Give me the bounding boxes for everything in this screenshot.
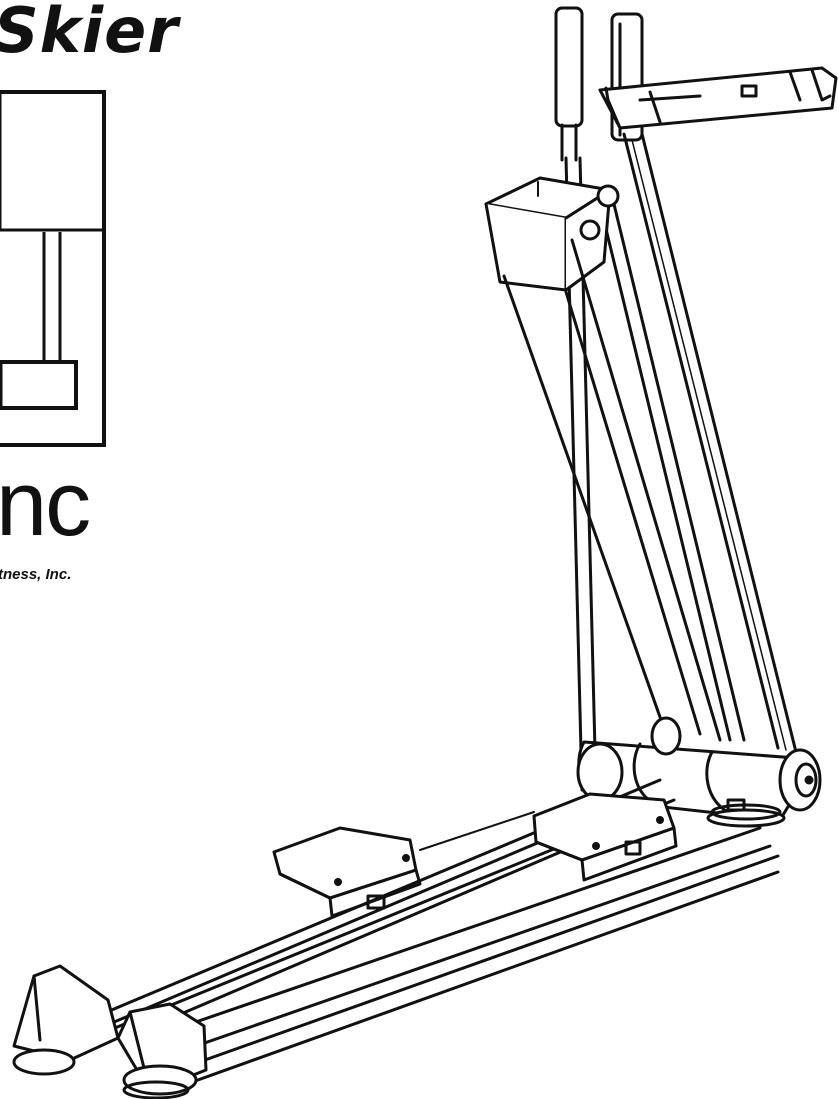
logo-brand-word: Skier <box>0 0 179 67</box>
main-arm <box>502 238 722 742</box>
top-bracket <box>598 66 838 130</box>
console-box <box>484 176 620 292</box>
left-foot-pad <box>272 826 422 918</box>
cord <box>419 811 535 851</box>
logo-brand-suffix: nc <box>0 453 91 555</box>
left-handle-grip <box>554 6 584 162</box>
feet <box>12 1048 198 1099</box>
logo-company-name: tness, Inc. <box>0 566 72 583</box>
right-foot-pad <box>532 792 678 882</box>
